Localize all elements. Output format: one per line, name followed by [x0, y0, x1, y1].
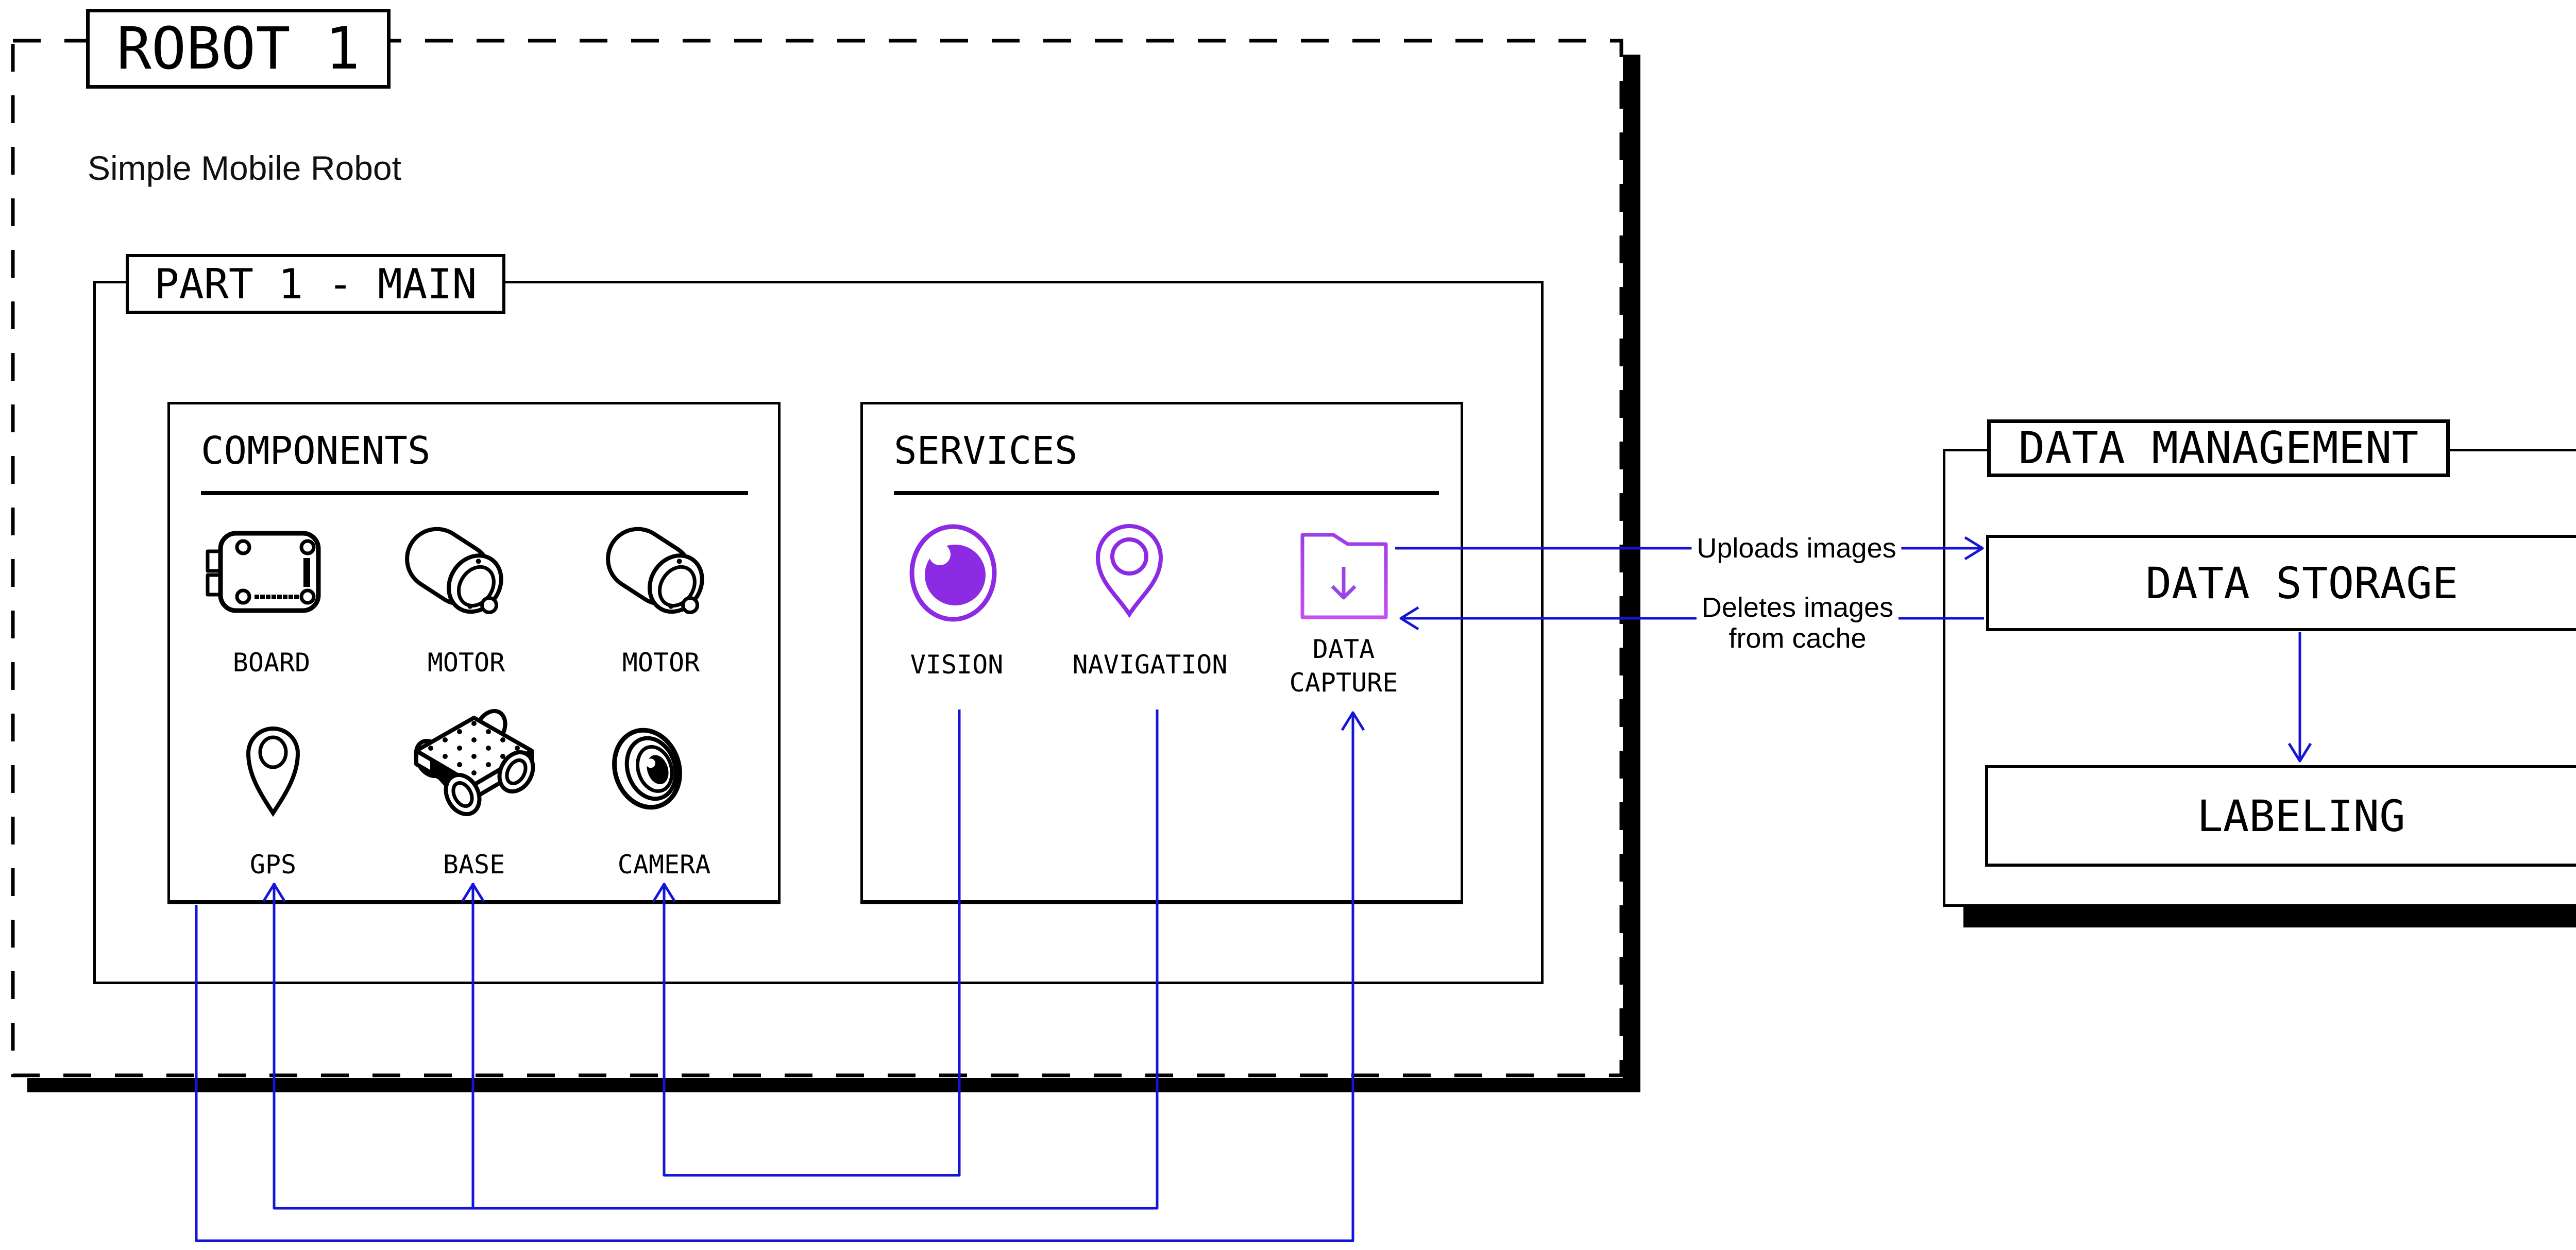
data-storage-box: DATA STORAGE — [1986, 535, 2576, 631]
camera-lens-icon — [612, 728, 682, 810]
services-title: SERVICES — [894, 429, 1078, 473]
component-label-camera: CAMERA — [617, 850, 711, 880]
motor-icon — [606, 527, 704, 615]
data-management-title: DATA MANAGEMENT — [2018, 423, 2419, 474]
services-box — [860, 402, 1463, 904]
arrowhead-left-folder — [1399, 606, 1419, 631]
navigation-pin-icon — [1095, 524, 1163, 618]
arrowhead-up-base — [461, 883, 485, 903]
labeling-label: LABELING — [2197, 790, 2405, 841]
arrowhead-up-gps — [262, 883, 286, 903]
motor-icon — [405, 527, 503, 615]
deletes-label: Deletes images from cache — [1696, 591, 1899, 655]
component-label-motor1: MOTOR — [427, 648, 505, 678]
data-capture-folder-icon — [1300, 533, 1388, 619]
rover-base-icon — [414, 708, 535, 817]
gps-pin-icon — [246, 727, 300, 817]
deletes-label-line2: from cache — [1728, 623, 1867, 654]
uploads-label: Uploads images — [1691, 532, 1902, 565]
robot-shadow-right-bar — [1623, 55, 1640, 1092]
component-label-gps: GPS — [249, 850, 297, 880]
data-management-title-box: DATA MANAGEMENT — [1987, 419, 2450, 477]
services-title-rule — [894, 491, 1439, 495]
robot-dashed-border — [11, 39, 1623, 1077]
edge-components-to-data-capture — [195, 711, 1365, 1242]
robot-subtitle: Simple Mobile Robot — [88, 149, 401, 187]
service-label-navigation: NAVIGATION — [1072, 650, 1228, 680]
part1-title: PART 1 - MAIN — [154, 260, 477, 308]
arrowhead-up-data-capture — [1341, 711, 1365, 731]
components-title: COMPONENTS — [201, 429, 431, 473]
edge-navigation-to-gps-base — [262, 710, 1159, 1210]
deletes-label-line1: Deletes images — [1701, 592, 1894, 623]
component-label-motor2: MOTOR — [622, 648, 700, 678]
part1-box — [93, 281, 1544, 984]
data-storage-label: DATA STORAGE — [2145, 558, 2459, 609]
labeling-box: LABELING — [1985, 765, 2576, 867]
robot-title-box: ROBOT 1 — [86, 9, 391, 89]
part1-title-box: PART 1 - MAIN — [126, 254, 505, 314]
arrowhead-right-storage — [1964, 536, 1984, 561]
vision-eye-icon — [909, 524, 997, 622]
arrowhead-down-labeling — [2287, 742, 2312, 763]
service-label-data: DATA — [1312, 634, 1375, 664]
robot-title: ROBOT 1 — [116, 15, 360, 82]
service-label-vision: VISION — [910, 650, 1004, 680]
edge-vision-to-camera — [652, 710, 961, 1177]
robot-shadow-bottom-bar — [27, 1078, 1640, 1092]
arrowhead-up-camera — [652, 883, 676, 903]
component-label-board: BOARD — [232, 648, 311, 678]
service-label-capture: CAPTURE — [1289, 668, 1398, 698]
board-icon — [206, 531, 321, 613]
components-title-rule — [201, 491, 748, 495]
component-label-base: BASE — [443, 850, 505, 880]
edge-storage-to-labeling — [2287, 632, 2312, 763]
